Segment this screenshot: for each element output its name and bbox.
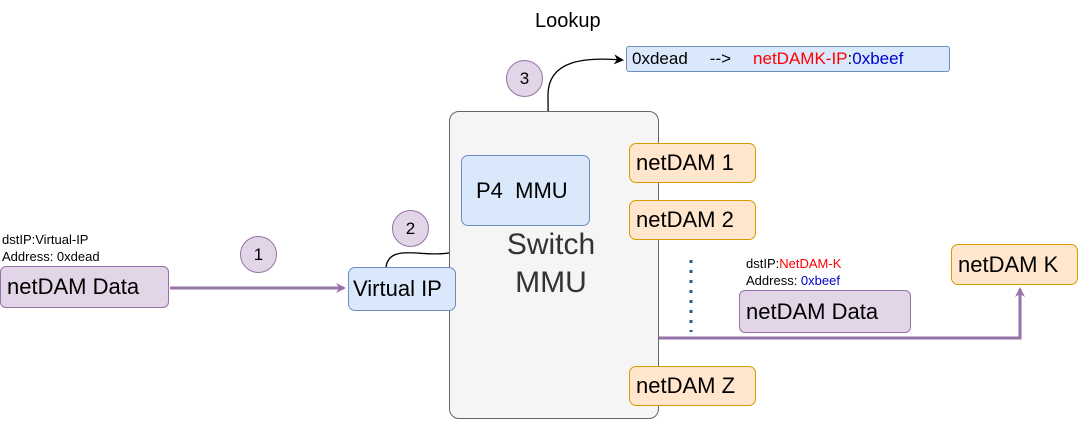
- packet-in-header: dstIP:Virtual-IP Address: 0xdead: [2, 231, 100, 265]
- packet-out-data: netDAM Data: [739, 290, 911, 333]
- step-1-badge: 1: [240, 236, 277, 273]
- step-3-badge: 3: [506, 60, 543, 97]
- switch-label-line2: MMU: [515, 266, 587, 299]
- packet-in-addr-value: 0xdead: [56, 249, 100, 264]
- lookup-sep: :: [847, 49, 853, 68]
- virtual-ip-box: Virtual IP: [348, 267, 456, 311]
- netdam-k-node: netDAM K: [951, 244, 1078, 285]
- switch-mmu-label: Switch MMU: [486, 226, 616, 302]
- packet-in-dst-label: dstIP:: [2, 232, 36, 247]
- packet-in-dst-value: Virtual-IP: [35, 232, 89, 247]
- p4-mmu-box: P4 MMU: [461, 155, 590, 226]
- lookup-title: Lookup: [535, 10, 601, 32]
- packet-out-addr-value: 0xbeef: [800, 273, 840, 288]
- packet-out-header: dstIP:NetDAM-K Address: 0xbeef: [746, 255, 841, 289]
- lookup-target: netDAMK-IP: [753, 49, 848, 68]
- packet-out-dst-value: NetDAM-K: [779, 256, 842, 271]
- switch-label-line1: Switch: [506, 228, 596, 261]
- netdam-2-node: netDAM 2: [629, 200, 756, 240]
- packet-out-dst-label: dstIP:: [746, 256, 780, 271]
- lookup-key: 0xdead: [632, 49, 688, 68]
- packet-out-addr-label: Address:: [746, 273, 801, 288]
- packet-in-data: netDAM Data: [0, 266, 169, 308]
- lookup-arrow-text: -->: [709, 49, 732, 68]
- netdam-1-node: netDAM 1: [629, 143, 756, 183]
- lookup-entry: 0xdead --> netDAMK-IP : 0xbeef: [626, 46, 950, 72]
- step-2-badge: 2: [392, 210, 429, 247]
- lookup-address: 0xbeef: [852, 49, 904, 68]
- netdam-z-node: netDAM Z: [629, 366, 756, 406]
- packet-in-addr-label: Address:: [2, 249, 57, 264]
